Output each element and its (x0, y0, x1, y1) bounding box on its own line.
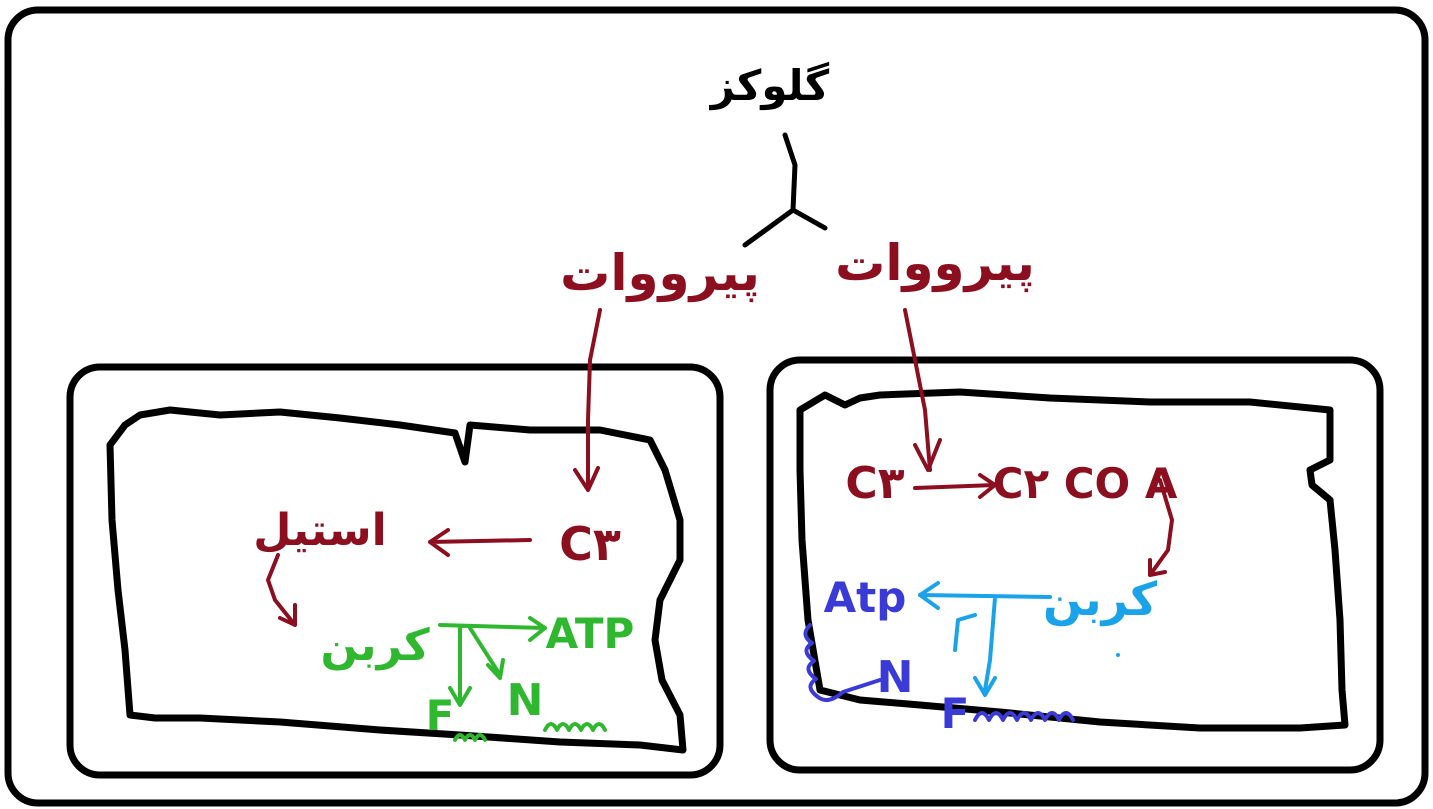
right-co2-dot (1116, 653, 1120, 657)
left-pyruvate-arrow (573, 308, 602, 492)
right-nad-squiggle (803, 623, 882, 703)
left-pyruvate-label: پیرووات (560, 244, 760, 303)
left-products-arrows (438, 616, 547, 707)
right-fad-label: F (941, 689, 970, 738)
right-coa-down-arrow (1148, 478, 1174, 577)
right-pyruvate-arrow (903, 308, 942, 472)
glucose-split-lines (742, 132, 828, 248)
left-acetyl-label: استیل (253, 505, 387, 556)
left-c3-label: C۳ (559, 517, 621, 571)
left-fad-squiggle (453, 733, 487, 742)
left-nad-squiggle (543, 722, 607, 732)
right-inner-membrane (796, 388, 1349, 732)
right-fad-squiggle (973, 711, 1075, 722)
right-atp-label: Atp (824, 573, 907, 622)
left-co2-label: کربن (320, 620, 429, 671)
right-co2-arrows (918, 581, 1052, 697)
left-nad-label: N (507, 675, 544, 726)
left-inner-membrane (106, 406, 687, 754)
left-c3-to-acetyl-arrow (428, 528, 532, 557)
left-atp-label: ATP (546, 609, 635, 658)
right-nad-label: N (877, 652, 914, 703)
right-c3-label: C۳ (845, 458, 904, 509)
right-c3-to-coa-arrow (913, 473, 997, 499)
glucose-label: گلوکز (709, 61, 830, 111)
right-pyruvate-label: پیرووات (835, 234, 1035, 293)
left-organelle-box (66, 363, 724, 779)
right-co2-label: کربن (1043, 572, 1157, 626)
left-acetyl-down-arrow (266, 553, 297, 627)
right-organelle-box (766, 356, 1384, 774)
outer-cell-border (4, 6, 1429, 807)
left-fad-label: F (426, 691, 455, 740)
right-co2-small-mark (953, 613, 977, 652)
right-coa-label: C۲ CO A (993, 459, 1178, 508)
